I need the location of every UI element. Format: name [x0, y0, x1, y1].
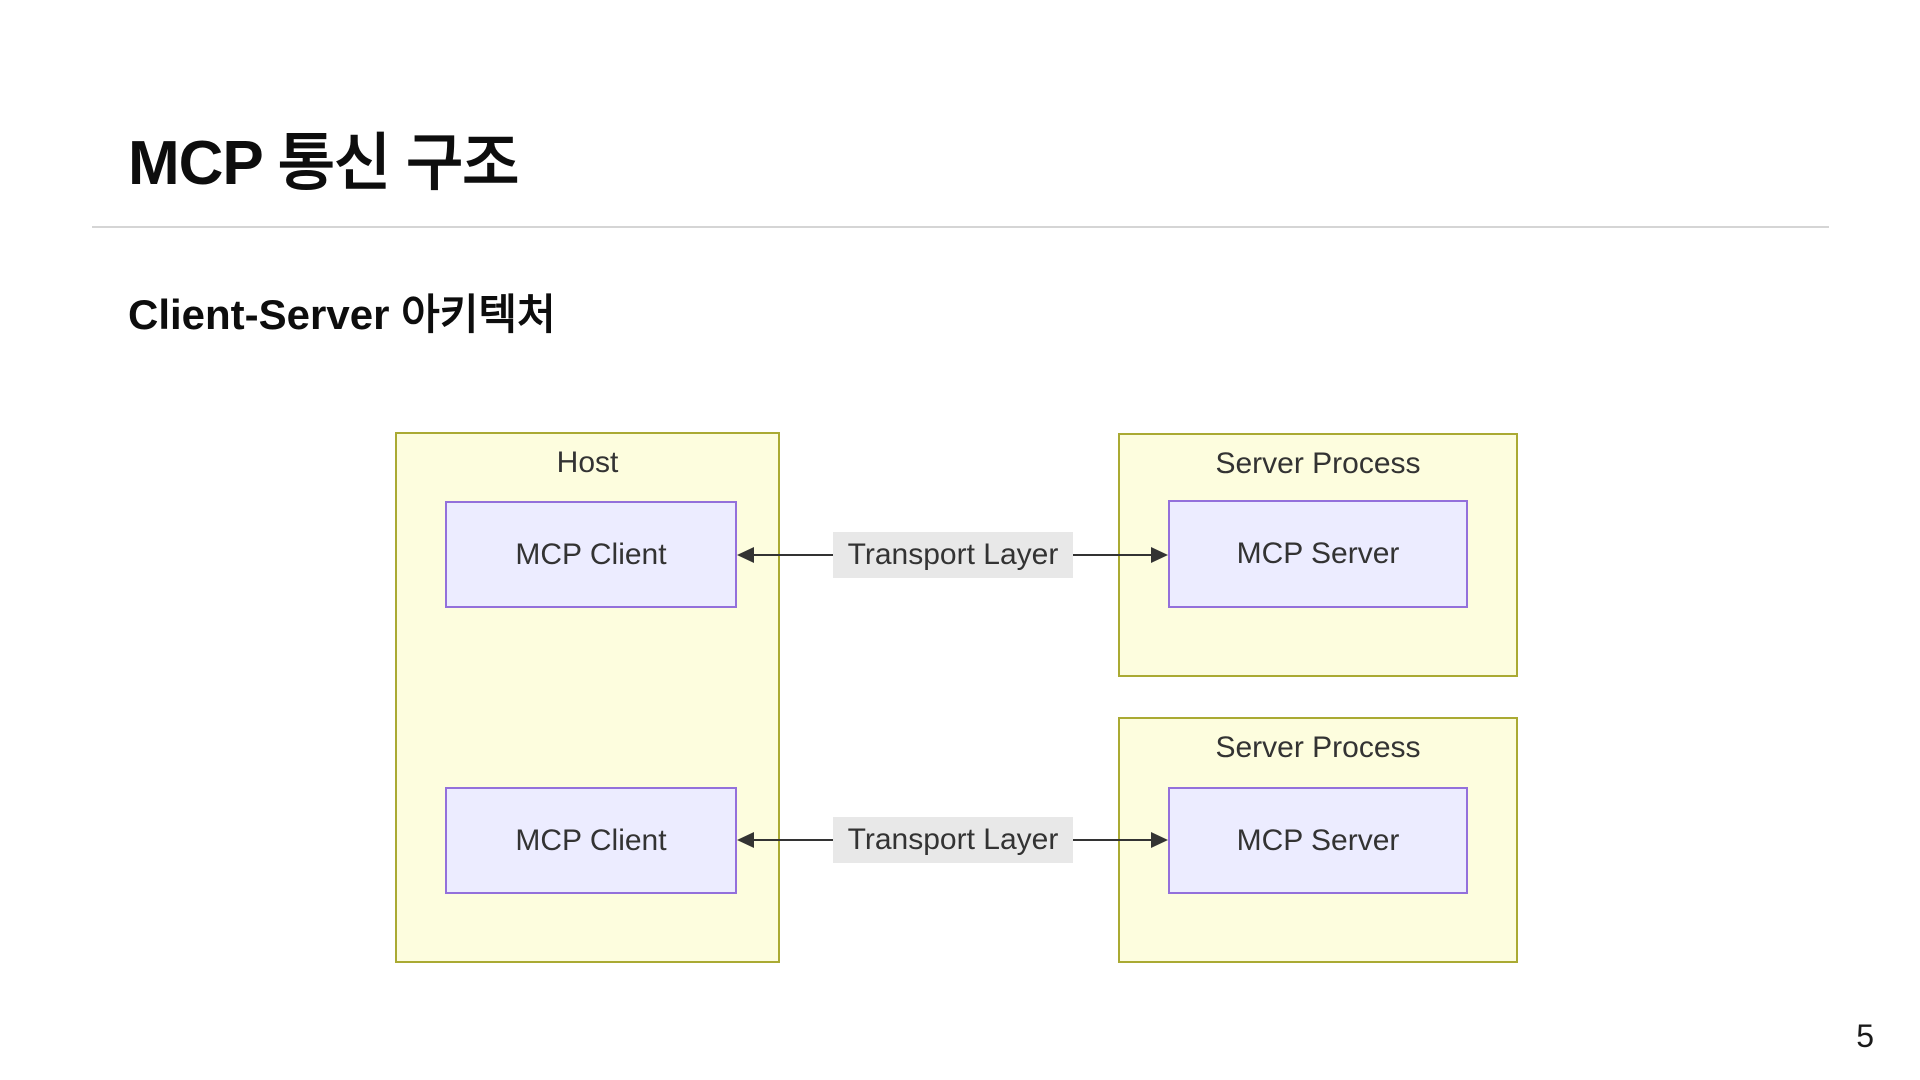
transport-layer-label-1: Transport Layer	[833, 532, 1073, 578]
arrowhead-right-icon	[1151, 547, 1168, 563]
mcp-client-node-1: MCP Client	[445, 501, 737, 608]
mcp-server-node-2: MCP Server	[1168, 787, 1468, 894]
server-process-label-2: Server Process	[1215, 731, 1421, 764]
server-process-label-1: Server Process	[1215, 447, 1421, 480]
mcp-client-node-2: MCP Client	[445, 787, 737, 894]
title-divider	[92, 226, 1829, 228]
transport-layer-label-2: Transport Layer	[833, 817, 1073, 863]
page-number: 5	[1856, 1018, 1874, 1054]
slide-subtitle: Client-Server 아키텍처	[128, 291, 556, 338]
host-label: Host	[556, 446, 619, 479]
mcp-server-node-1: MCP Server	[1168, 500, 1468, 608]
slide-title: MCP 통신 구조	[128, 129, 519, 198]
arrowhead-right-icon	[1151, 832, 1168, 848]
